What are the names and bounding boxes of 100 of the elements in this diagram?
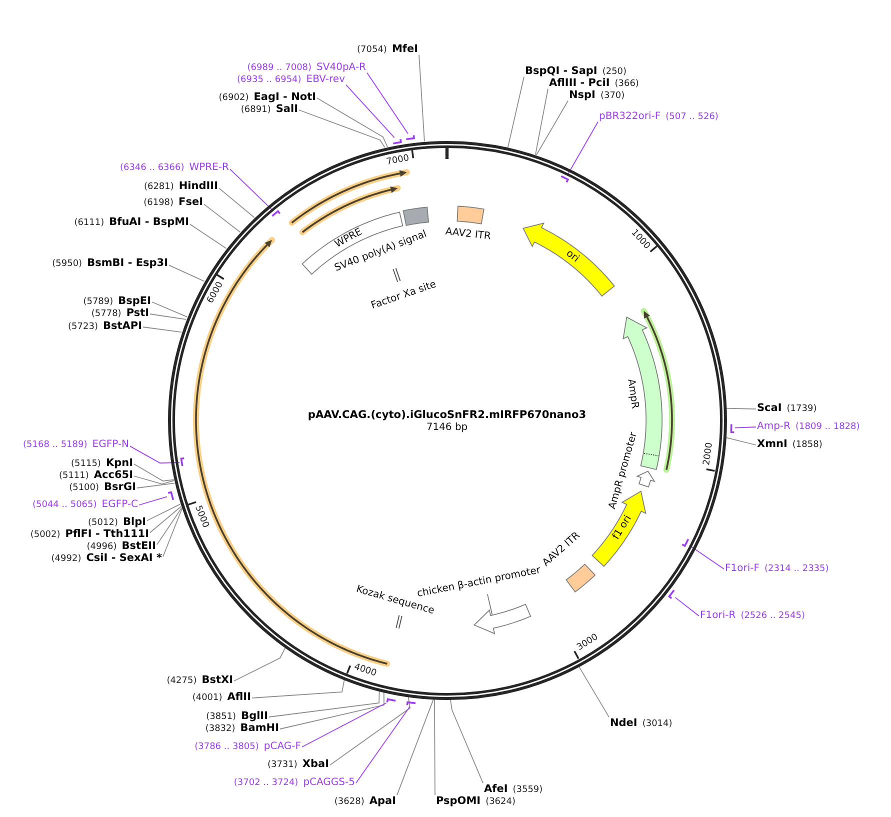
enzyme-name: SalI [276, 104, 298, 116]
feature-label: Factor Xa site [370, 280, 438, 312]
primer-mark [730, 422, 735, 434]
enzyme-name: HindIII [178, 181, 218, 193]
leader-line [146, 504, 181, 522]
primer-name: Amp-R [757, 421, 790, 432]
cut-site-position: (3559) [512, 786, 543, 796]
enzyme-name: BlpI [122, 517, 146, 529]
leader-line [130, 446, 180, 464]
cut-site-position: (3832) [205, 725, 236, 735]
leader-line [134, 464, 174, 482]
leader-line [418, 54, 425, 142]
enzyme-name: CsiI - SexAI * [86, 553, 162, 565]
enzyme-name: NspI [569, 90, 596, 102]
enzyme-name: BstEII [122, 541, 156, 553]
enzyme-name: FseI [178, 197, 203, 209]
leader-line [396, 698, 434, 796]
leader-line [578, 666, 610, 718]
cut-site-position: (3014) [642, 720, 672, 730]
scale-label: 5000 [193, 504, 210, 530]
leader-line [674, 597, 700, 616]
leader-line [280, 692, 384, 730]
cut-site-position: (5778) [91, 310, 122, 320]
enzyme-name: AflIII - PciI [549, 78, 610, 90]
leader-line [534, 88, 548, 156]
feature-label: ori [564, 248, 581, 265]
cut-site-position: (3851) [206, 713, 236, 723]
cut-site-position: (1858) [792, 441, 822, 451]
enzyme-name: MfeI [392, 44, 418, 56]
enzyme-name: PflFI - Tth111I [65, 529, 149, 541]
leader-line [230, 168, 272, 210]
primer-binding-range: (3786 .. 3805) [194, 743, 259, 753]
feature-label: AAV2 ITR [444, 227, 492, 243]
enzyme-name: PstI [126, 308, 149, 320]
leader-line [234, 647, 286, 682]
primer-mark [392, 138, 402, 144]
enzyme-name: Acc65I [94, 470, 133, 482]
enzyme-name: AfeI [484, 784, 508, 796]
enzyme-name: BamHI [240, 723, 279, 735]
leader-line [726, 437, 756, 446]
scale-label: 6000 [206, 280, 226, 305]
primer-binding-range: (3702 .. 3724) [234, 779, 298, 789]
enzyme-name: EagI - NotI [254, 92, 316, 104]
cut-site-position: (5950) [52, 260, 82, 270]
primer-binding-range: (5044 .. 5065) [32, 501, 97, 511]
scale-label: 2000 [702, 442, 715, 466]
leader-line [302, 702, 387, 748]
leader-line [450, 699, 484, 784]
primer-name: EGFP-N [92, 439, 129, 450]
cut-site-position: (5723) [68, 323, 98, 333]
leader-line [434, 698, 436, 796]
leader-line [298, 110, 386, 148]
primer-name: EBV-rev [306, 74, 345, 86]
leader-line [152, 302, 188, 318]
enzyme-name: XbaI [302, 759, 329, 771]
cut-site-position: (4992) [51, 555, 82, 565]
primer-mark [680, 538, 690, 547]
leader-line [190, 224, 227, 249]
scale-label: 4000 [352, 663, 378, 679]
primer-binding-range: (507 .. 526) [666, 113, 718, 123]
enzyme-name: BsmBI - Esp3I [87, 258, 168, 270]
primer-mark [386, 698, 397, 703]
cut-site-position: (5012) [88, 519, 118, 529]
primer-name: pBR322ori-F [599, 111, 661, 122]
feature-label: chicken β-actin promoter [416, 566, 542, 600]
primer-binding-range: (6935 .. 6954) [237, 76, 302, 86]
scale-label: 7000 [386, 154, 410, 168]
cut-site-position: (5100) [69, 484, 100, 494]
primer-binding-range: (2526 .. 2545) [740, 612, 805, 622]
enzyme-name: BstAPI [102, 321, 142, 333]
leader-line [507, 76, 524, 148]
cut-site-position: (7054) [357, 46, 387, 56]
leader-line [252, 680, 345, 698]
primer-mark [405, 134, 416, 140]
leader-line [566, 121, 598, 176]
leader-line [218, 188, 255, 218]
primer-mark [270, 210, 281, 217]
primer-name: F1ori-F [725, 563, 760, 574]
leader-line [316, 98, 388, 148]
leader-line [168, 264, 205, 282]
cut-site-position: (4275) [166, 677, 197, 687]
primer-name: F1ori-R [700, 610, 736, 622]
enzyme-name: BstXI [202, 675, 233, 687]
leader-line [134, 476, 175, 484]
feature-label: f1 ori [612, 514, 635, 542]
cut-site-position: (6902) [218, 94, 249, 104]
leader-line [138, 496, 168, 506]
leader-line [204, 204, 241, 233]
enzyme-name: BspEI [118, 296, 151, 308]
primer-binding-range: (6989 .. 7008) [247, 64, 312, 74]
cut-site-position: (6281) [144, 183, 174, 193]
enzyme-name: XmnI [757, 439, 788, 451]
cut-site-position: (4996) [86, 543, 117, 553]
leader-line [162, 508, 182, 558]
enzyme-name: BspQI - SapI [525, 66, 598, 78]
cut-site-position: (5115) [71, 460, 101, 470]
plasmid-name: pAAV.CAG.(cyto).iGlucoSnFR2.mIRFP670nano3 [308, 409, 586, 422]
enzyme-name: ScaI [757, 403, 782, 415]
enzyme-name: KpnI [106, 458, 133, 470]
leader-line [366, 72, 408, 134]
